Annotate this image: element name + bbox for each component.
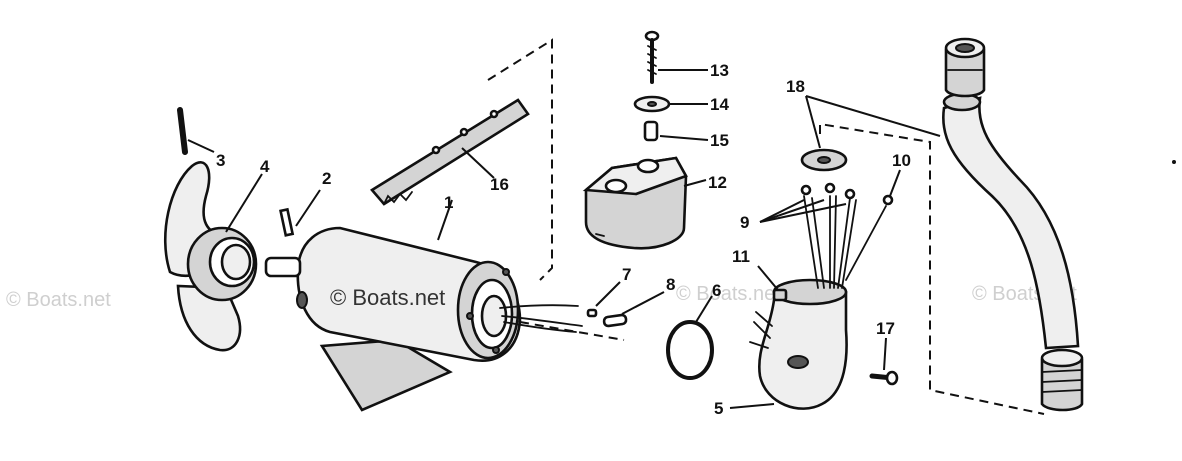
screw-part [644,30,708,84]
part-number-3: 3 [216,151,225,170]
watermark-left: © Boats.net [6,289,111,311]
part-number-18: 18 [786,77,805,96]
washer-part [633,95,708,113]
small-pin-part [586,281,621,318]
nut-part [757,265,788,302]
watermark-main: © Boats.net [330,285,445,310]
lower-housing-part [729,169,901,410]
mounting-bracket-part [370,98,530,206]
watermark-center: © Boats.net [676,283,781,305]
grommet-part [800,95,941,172]
motor-housing-part [264,199,583,412]
part-number-1: 1 [444,193,453,212]
bolt-part [177,107,215,155]
part-number-9: 9 [740,213,749,232]
part-number-10: 10 [892,151,911,170]
part-number-5: 5 [714,399,723,418]
part-number-13: 13 [710,61,729,80]
dashed-assembly-line-left [487,38,553,281]
stray-dot [1172,160,1176,164]
part-number-7: 7 [622,265,631,284]
screw-lower-part [869,337,899,386]
conduit-tube-part [942,37,1084,412]
part-number-2: 2 [322,169,331,188]
part-number-8: 8 [666,275,675,294]
part-number-6: 6 [712,281,721,300]
part-number-12: 12 [708,173,727,192]
pin-part [279,189,321,237]
part-number-15: 15 [710,131,729,150]
part-number-14: 14 [710,95,729,114]
part-number-11: 11 [732,247,750,266]
spacer-part [643,120,709,142]
propeller-part [163,161,263,352]
junction-block-part [582,156,707,250]
part-number-4: 4 [260,157,270,176]
o-ring-part [666,295,714,380]
part-number-16: 16 [490,175,509,194]
dashed-assembly-line-right [819,122,1045,415]
dashed-assembly-line-motor [519,321,625,341]
plug-part [602,291,665,328]
part-number-17: 17 [876,319,895,338]
